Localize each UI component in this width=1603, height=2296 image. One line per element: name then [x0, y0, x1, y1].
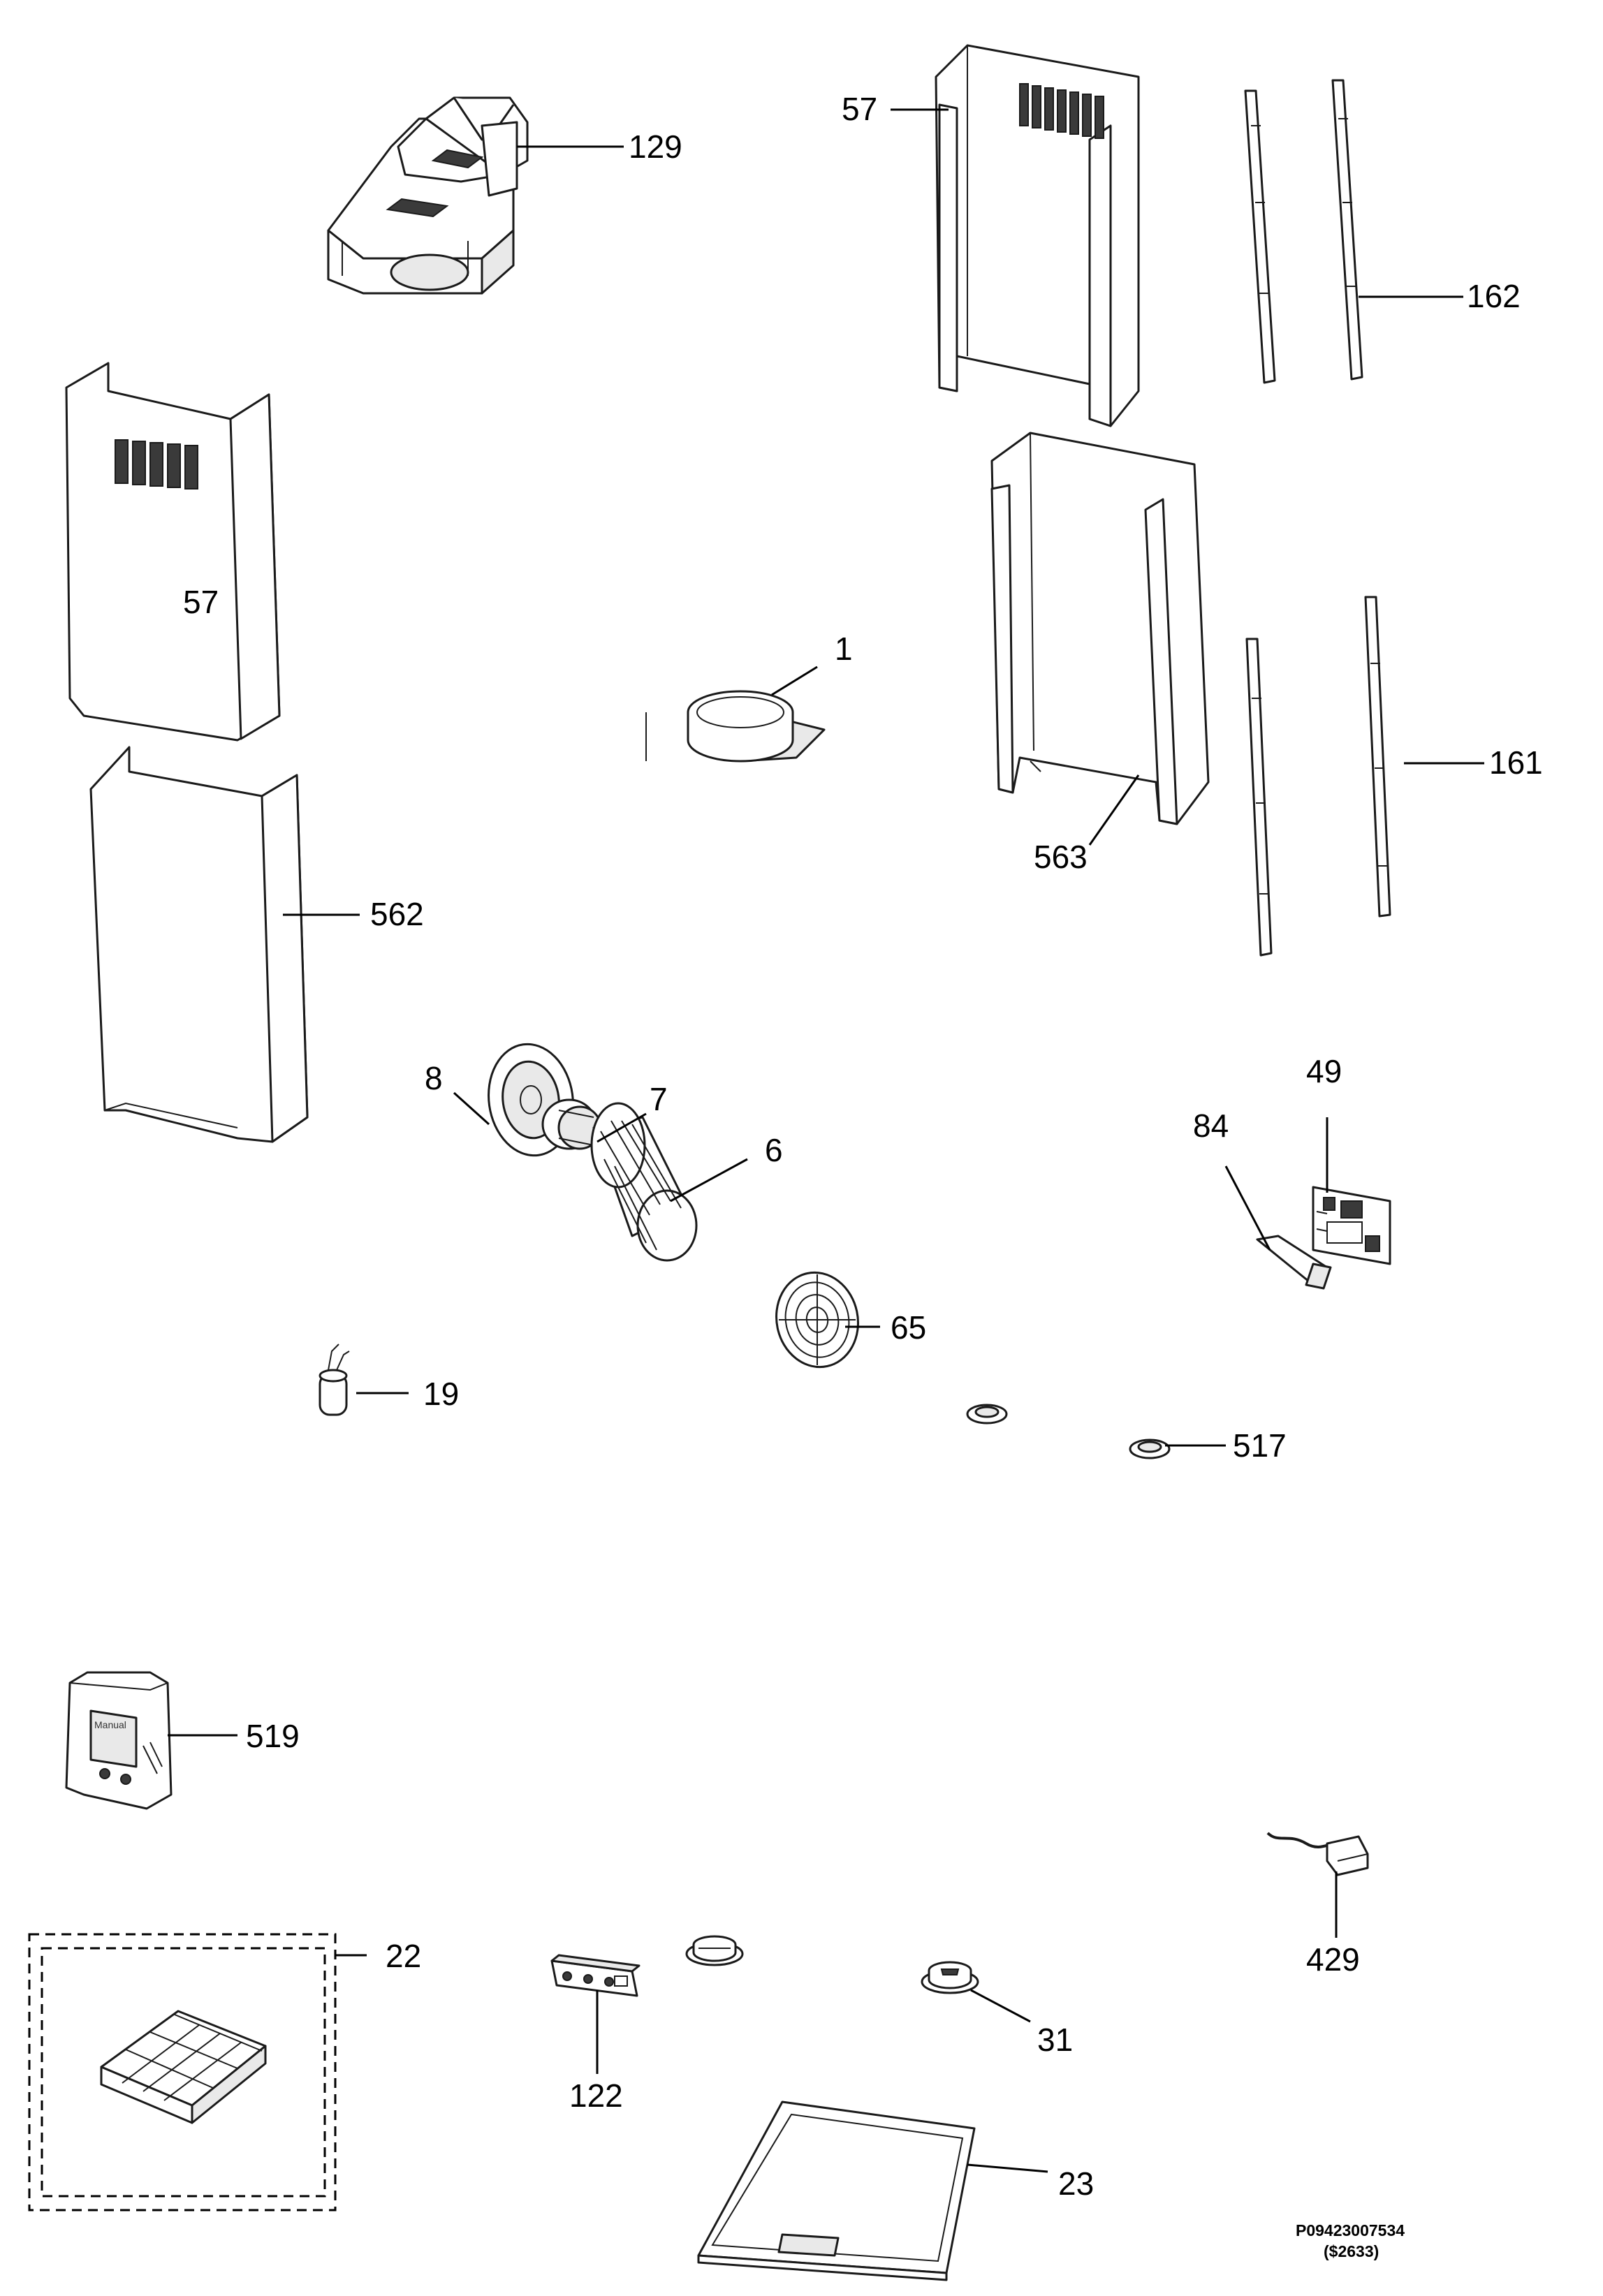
label-6: 6 — [765, 1132, 783, 1168]
label-8: 8 — [425, 1060, 443, 1096]
doc-code: P09423007534 — [1296, 2221, 1405, 2239]
callout-labels: 129 57 162 57 1 563 161 562 8 7 6 49 84 … — [183, 91, 1543, 2202]
label-129: 129 — [629, 128, 682, 165]
part-57-lower-chimney — [65, 362, 281, 742]
label-7: 7 — [650, 1081, 668, 1117]
label-57-top: 57 — [842, 91, 877, 127]
part-122-switch-block — [550, 1954, 641, 1997]
doc-price: ($2633) — [1324, 2242, 1379, 2260]
part-1-damper-ring — [645, 690, 826, 763]
part-84-cover-strip — [1256, 1235, 1332, 1290]
part-519-installation-bag: Manual — [65, 1671, 173, 1810]
part-562-lower-chimney — [89, 746, 309, 1143]
label-562: 562 — [370, 896, 424, 932]
label-22: 22 — [386, 1938, 421, 1974]
label-429: 429 — [1306, 1941, 1360, 1978]
label-162: 162 — [1467, 278, 1521, 314]
part-162-upper-rails — [1244, 79, 1363, 384]
label-563: 563 — [1034, 839, 1088, 875]
part-6-blower-wheel — [590, 1102, 698, 1262]
label-161: 161 — [1489, 744, 1543, 781]
part-lamp-holder — [685, 1935, 744, 1966]
part-19-capacitor — [319, 1344, 350, 1416]
part-129-duct-adapter — [327, 96, 529, 295]
part-429-power-cord — [1266, 1832, 1369, 1876]
vent-grille-icon — [1019, 83, 1104, 139]
vent-grille-icon — [115, 439, 198, 490]
label-122: 122 — [569, 2077, 623, 2114]
label-57-left: 57 — [183, 584, 219, 620]
part-161-lower-rails — [1245, 596, 1391, 957]
part-23-grease-filter — [697, 2100, 976, 2281]
label-19: 19 — [423, 1376, 459, 1412]
document-code: P09423007534 ($2633) — [1296, 2221, 1405, 2260]
part-65-grille-guard — [775, 1271, 859, 1369]
label-517: 517 — [1233, 1427, 1287, 1464]
label-519: 519 — [246, 1718, 300, 1754]
part-563-inner-chimney — [990, 432, 1210, 825]
label-1: 1 — [835, 631, 853, 667]
part-49-control-board — [1312, 1186, 1391, 1265]
label-49: 49 — [1306, 1053, 1342, 1089]
label-65: 65 — [891, 1309, 926, 1346]
part-22-carbon-filter — [28, 1933, 337, 2212]
bag-manual-print: Manual — [94, 1719, 126, 1730]
part-31-lamp-holder — [921, 1961, 979, 1994]
part-517-lamp-lens — [966, 1404, 1171, 1459]
label-23: 23 — [1058, 2165, 1094, 2202]
part-57-upper-chimney — [935, 44, 1140, 427]
leader-lines — [168, 108, 1484, 2173]
label-84: 84 — [1193, 1107, 1229, 1144]
label-31: 31 — [1037, 2022, 1073, 2058]
